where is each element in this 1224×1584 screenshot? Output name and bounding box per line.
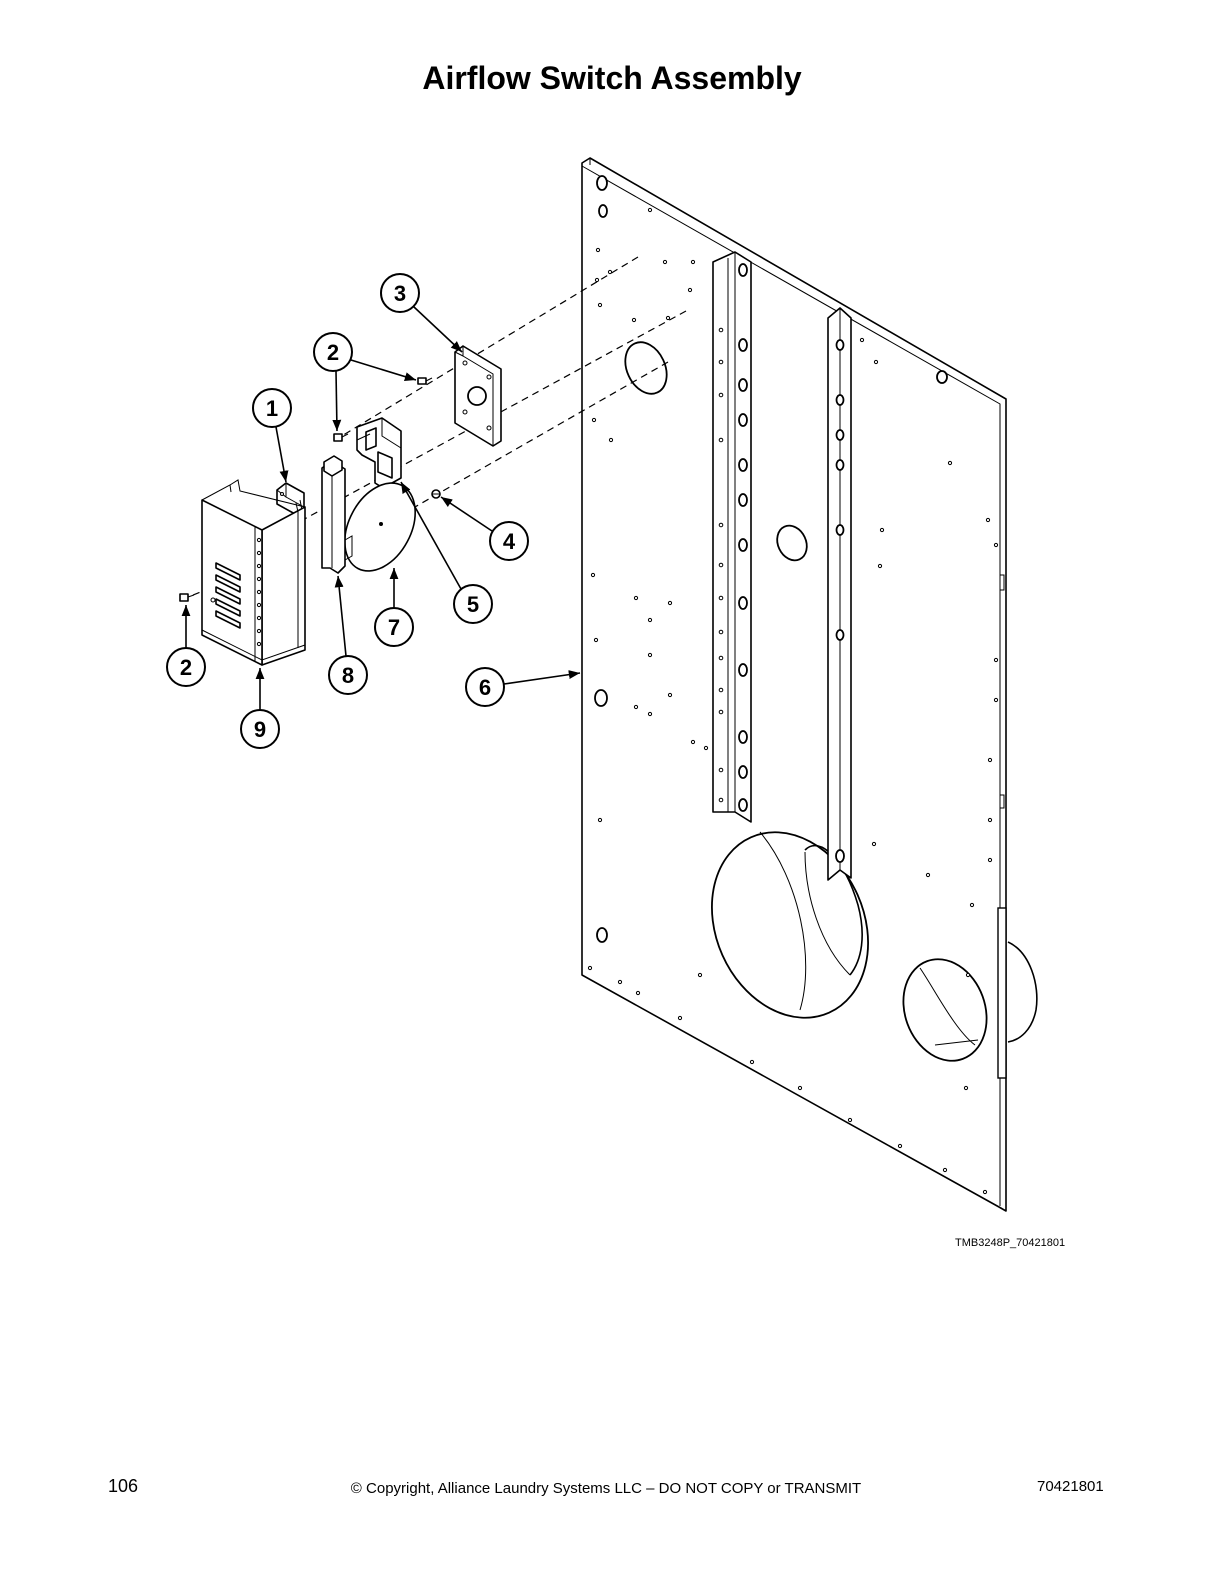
panel-channel-left	[712, 251, 752, 823]
svg-text:8: 8	[342, 663, 354, 688]
callout-2-upper: 2	[313, 332, 417, 432]
callout-2-lower: 2	[166, 605, 206, 687]
page-title: Airflow Switch Assembly	[422, 60, 802, 96]
svg-text:1: 1	[266, 396, 278, 421]
part-6-back-panel	[581, 157, 1038, 1212]
svg-text:3: 3	[394, 281, 406, 306]
svg-text:4: 4	[503, 529, 516, 554]
figure-code: TMB3248P_70421801	[955, 1237, 1066, 1249]
callout-8: 8	[328, 575, 368, 695]
callout-3: 3	[380, 273, 463, 353]
part-3-mounting-bracket	[454, 345, 502, 447]
panel-mounting-holes	[587, 207, 999, 1195]
document-number: 70421801	[1037, 1478, 1104, 1495]
svg-text:5: 5	[467, 592, 479, 617]
callout-6: 6	[465, 667, 581, 707]
part-4-screw	[431, 489, 441, 499]
svg-text:7: 7	[388, 615, 400, 640]
panel-channel-right	[827, 307, 852, 881]
svg-text:2: 2	[327, 340, 339, 365]
svg-text:9: 9	[254, 717, 266, 742]
part-2-screw-middle	[333, 433, 349, 442]
cover-vent-slots	[215, 562, 241, 629]
callout-7: 7	[374, 568, 414, 647]
callout-1: 1	[252, 388, 292, 483]
callout-9: 9	[240, 668, 280, 749]
page-number: 106	[108, 1476, 139, 1496]
part-5-switch-bracket	[356, 417, 402, 489]
svg-text:6: 6	[479, 675, 491, 700]
part-2-screw-lower	[179, 593, 195, 602]
callout-4: 4	[440, 496, 529, 561]
callout-5: 5	[400, 481, 493, 624]
part-8-actuator-arm	[321, 455, 353, 574]
part-2-screw-upper	[417, 377, 433, 385]
part-9-switch-cover	[201, 479, 306, 666]
small-duct-hole	[902, 958, 988, 1062]
svg-text:2: 2	[180, 655, 192, 680]
copyright-notice: © Copyright, Alliance Laundry Systems LL…	[350, 1480, 862, 1497]
